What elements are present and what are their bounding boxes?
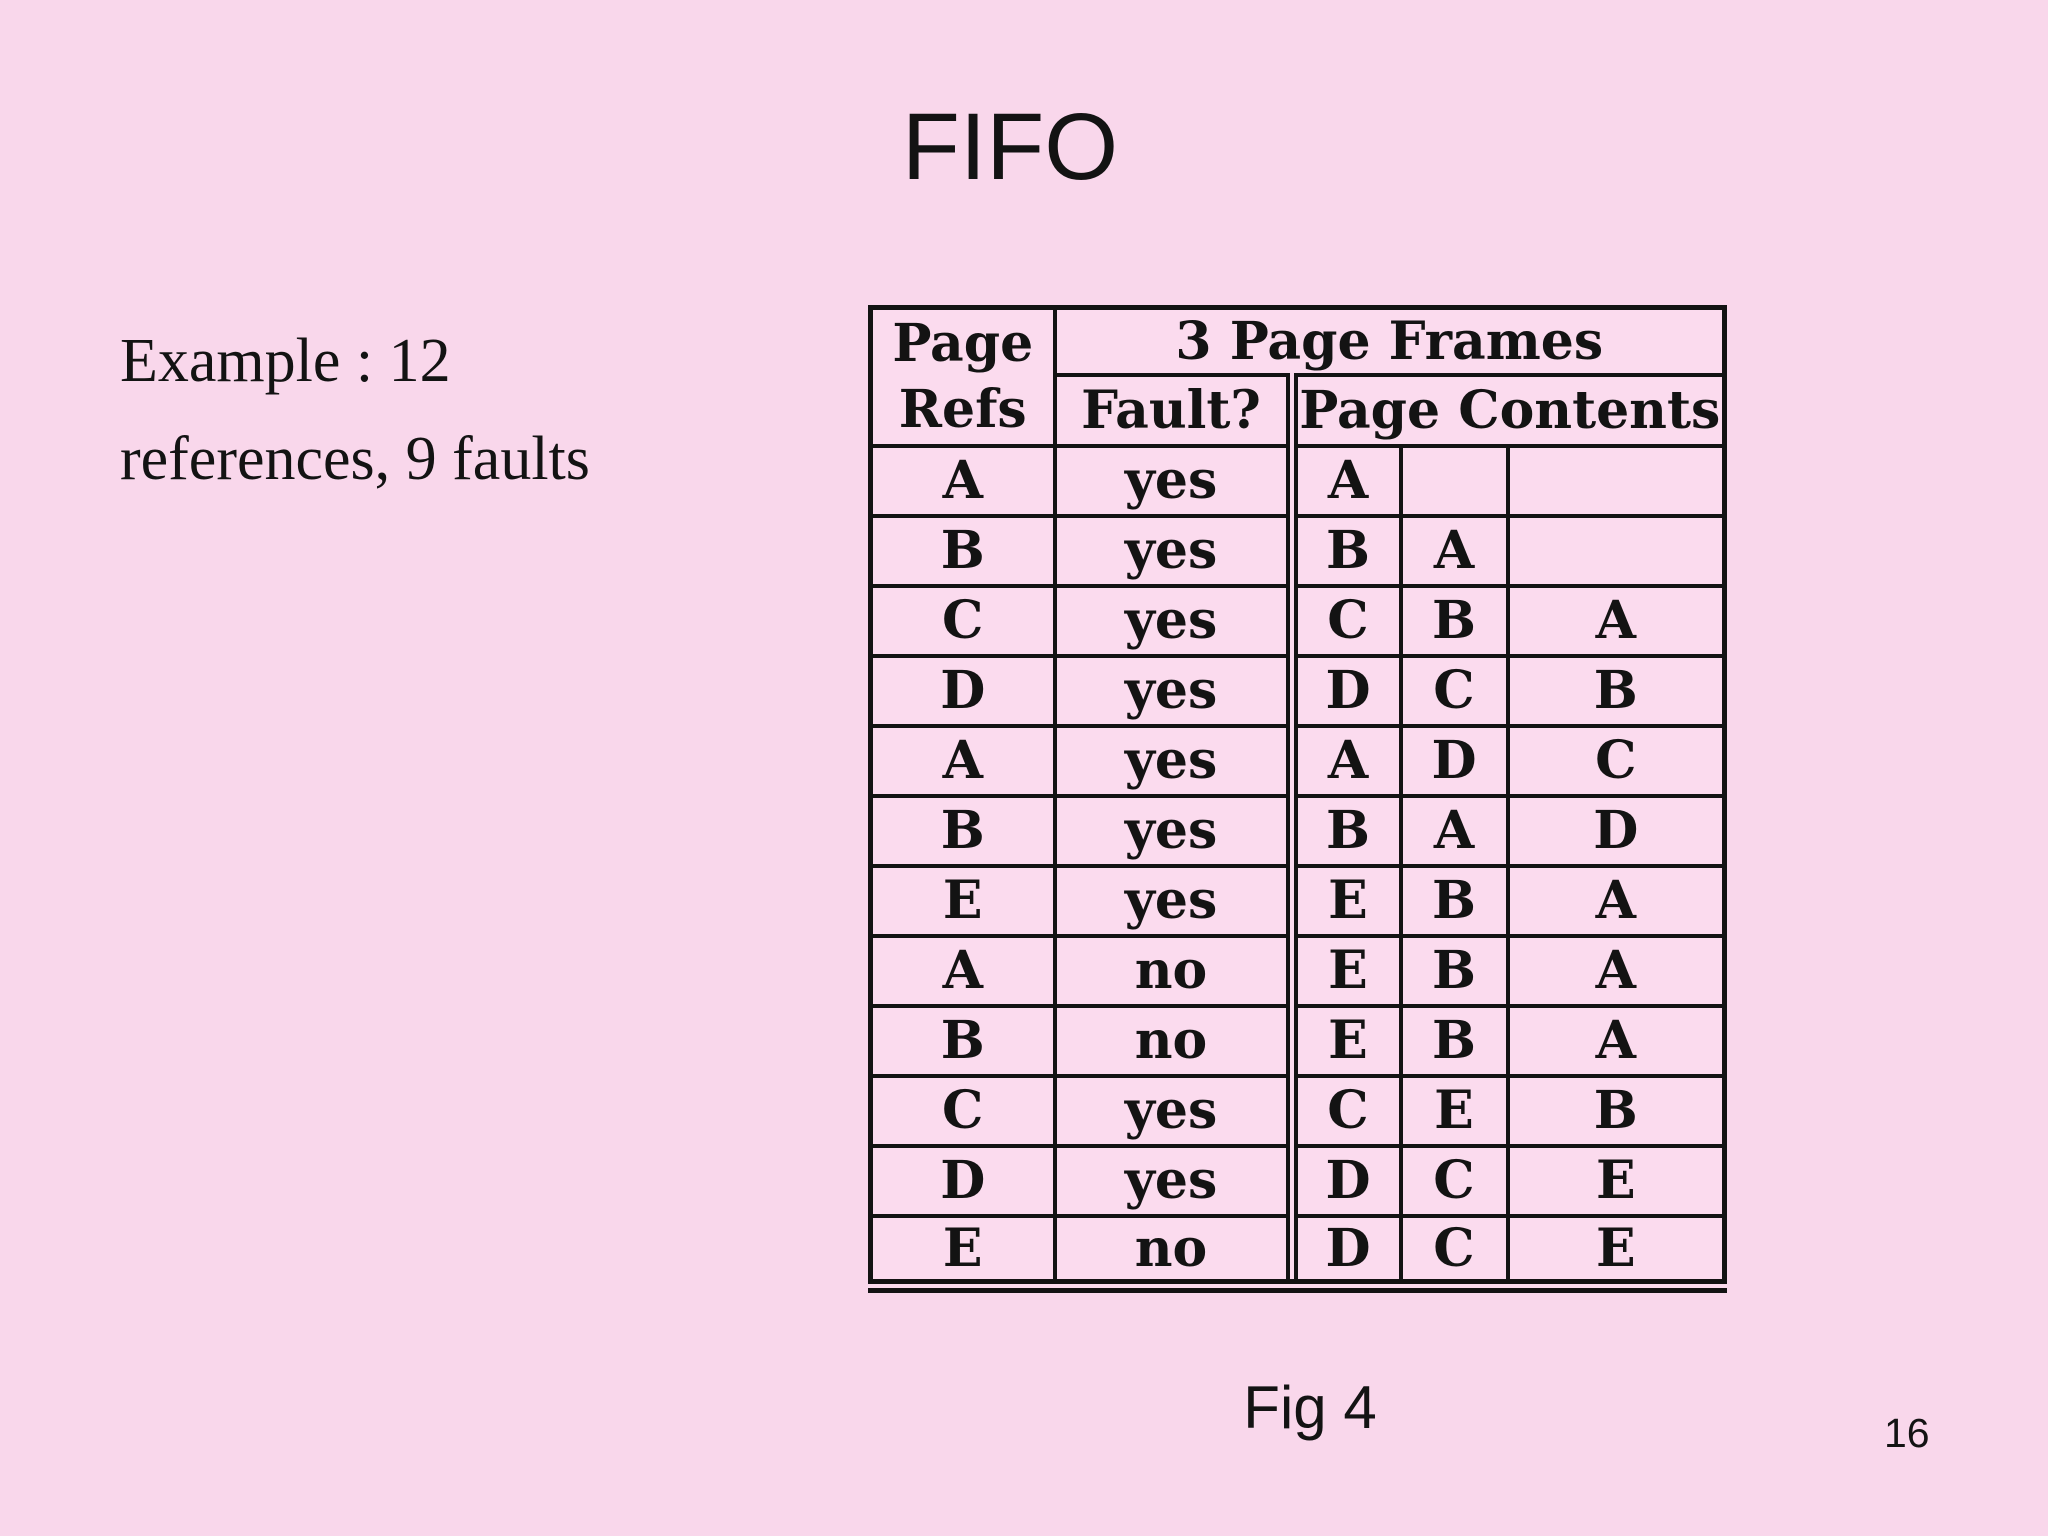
frame-cell: B	[1398, 863, 1510, 938]
fault-cell: no	[1052, 1213, 1298, 1288]
frame-cell: A	[1505, 1003, 1727, 1078]
fault-cell: yes	[1052, 1073, 1298, 1148]
frame-cell	[1505, 513, 1727, 588]
table-row: A yes A D C	[868, 723, 1727, 798]
ref-cell: B	[868, 513, 1057, 588]
ref-cell: E	[868, 1213, 1057, 1288]
frame-cell: E	[1398, 1073, 1510, 1148]
frame-cell: E	[1289, 863, 1403, 938]
fault-cell: yes	[1052, 583, 1298, 658]
frame-cell: E	[1505, 1213, 1727, 1288]
frame-cell: A	[1289, 723, 1403, 798]
frame-cell: C	[1398, 653, 1510, 728]
fault-cell: no	[1052, 1003, 1298, 1078]
frame-cell: A	[1398, 513, 1510, 588]
frame-cell: D	[1505, 793, 1727, 868]
fault-cell: yes	[1052, 863, 1298, 938]
header-fault: Fault?	[1052, 372, 1298, 448]
frame-cell: C	[1505, 723, 1727, 798]
ref-cell: C	[868, 1073, 1057, 1148]
frame-cell	[1505, 443, 1727, 518]
frame-cell: A	[1505, 863, 1727, 938]
frame-cell: A	[1505, 933, 1727, 1008]
frame-cell: E	[1289, 1003, 1403, 1078]
header-page-refs-line1: Page	[892, 312, 1034, 374]
ref-cell: D	[868, 1143, 1057, 1218]
page-title: FIFO	[901, 94, 1119, 200]
table-row: A no E B A	[868, 933, 1727, 1008]
ref-cell: D	[868, 653, 1057, 728]
fault-cell: yes	[1052, 1143, 1298, 1218]
fault-cell: yes	[1052, 793, 1298, 868]
fault-cell: yes	[1052, 653, 1298, 728]
fault-cell: no	[1052, 933, 1298, 1008]
fault-cell: yes	[1052, 723, 1298, 798]
frame-cell: C	[1398, 1213, 1510, 1288]
table-row: C yes C E B	[868, 1073, 1727, 1148]
ref-cell: B	[868, 1003, 1057, 1078]
header-frames-group: 3 Page Frames	[1052, 305, 1727, 377]
frame-cell: A	[1398, 793, 1510, 868]
table-row: A yes A	[868, 443, 1727, 518]
table-row: B yes B A	[868, 513, 1727, 588]
frame-cell: B	[1289, 793, 1403, 868]
frame-cell: A	[1289, 443, 1403, 518]
page-number: 16	[1884, 1410, 1930, 1456]
frame-cell: B	[1505, 653, 1727, 728]
frame-cell: C	[1398, 1143, 1510, 1218]
ref-cell: A	[868, 933, 1057, 1008]
frame-cell: B	[1398, 583, 1510, 658]
frame-cell: B	[1505, 1073, 1727, 1148]
frame-cell: B	[1289, 513, 1403, 588]
ref-cell: A	[868, 443, 1057, 518]
header-page-contents: Page Contents	[1289, 372, 1727, 448]
frame-cell: D	[1289, 1143, 1403, 1218]
frame-cell: A	[1505, 583, 1727, 658]
table-row: B no E B A	[868, 1003, 1727, 1078]
ref-cell: B	[868, 793, 1057, 868]
table-row: D yes D C B	[868, 653, 1727, 728]
example-text: Example : 12 references, 9 faults	[120, 327, 590, 493]
frame-cell: E	[1505, 1143, 1727, 1218]
table-header-row: Page Refs 3 Page Frames	[868, 305, 1727, 448]
table-row: C yes C B A	[868, 583, 1727, 658]
header-page-refs-line2: Refs	[898, 378, 1027, 440]
ref-cell: A	[868, 723, 1057, 798]
frame-cell: C	[1289, 1073, 1403, 1148]
table-row: B yes B A D	[868, 793, 1727, 868]
fault-cell: yes	[1052, 443, 1298, 518]
table-row: D yes D C E	[868, 1143, 1727, 1218]
fifo-table: Page Refs 3 Page Frames Fault? Page Cont…	[868, 305, 1728, 1293]
frame-cell: D	[1289, 1213, 1403, 1288]
table-subheader-row: Fault? Page Contents	[871, 372, 1727, 448]
frame-cell: C	[1289, 583, 1403, 658]
frame-cell: B	[1398, 933, 1510, 1008]
frame-cell	[1398, 443, 1510, 518]
frame-cell: D	[1398, 723, 1510, 798]
ref-cell: E	[868, 863, 1057, 938]
table-row: E no D C E	[868, 1213, 1727, 1288]
figure-caption: Fig 4	[1243, 1374, 1377, 1441]
ref-cell: C	[868, 583, 1057, 658]
frame-cell: B	[1398, 1003, 1510, 1078]
frame-cell: E	[1289, 933, 1403, 1008]
fault-cell: yes	[1052, 513, 1298, 588]
header-page-refs: Page Refs	[868, 305, 1057, 448]
frame-cell: D	[1289, 653, 1403, 728]
table-row: E yes E B A	[868, 863, 1727, 938]
